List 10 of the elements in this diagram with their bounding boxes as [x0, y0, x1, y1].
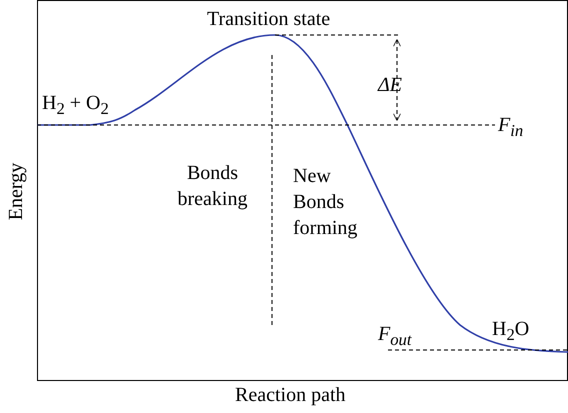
product-label: H$_{2}$O	[492, 318, 530, 346]
axis-title: Energy	[5, 162, 28, 220]
axis-title: Reaction path	[235, 384, 346, 407]
reactant-label: H$_{2}$ + O$_{2}$	[42, 92, 109, 120]
energy-level-label: F$_{out}$	[378, 323, 412, 351]
annotation-label: New Bonds forming	[293, 164, 358, 241]
energy-level-label: F$_{in}$	[498, 114, 524, 142]
annotation-label: Bonds breaking	[176, 161, 248, 212]
energy-difference-label: ΔE	[378, 74, 402, 97]
annotation-label: Transition state	[207, 8, 330, 31]
